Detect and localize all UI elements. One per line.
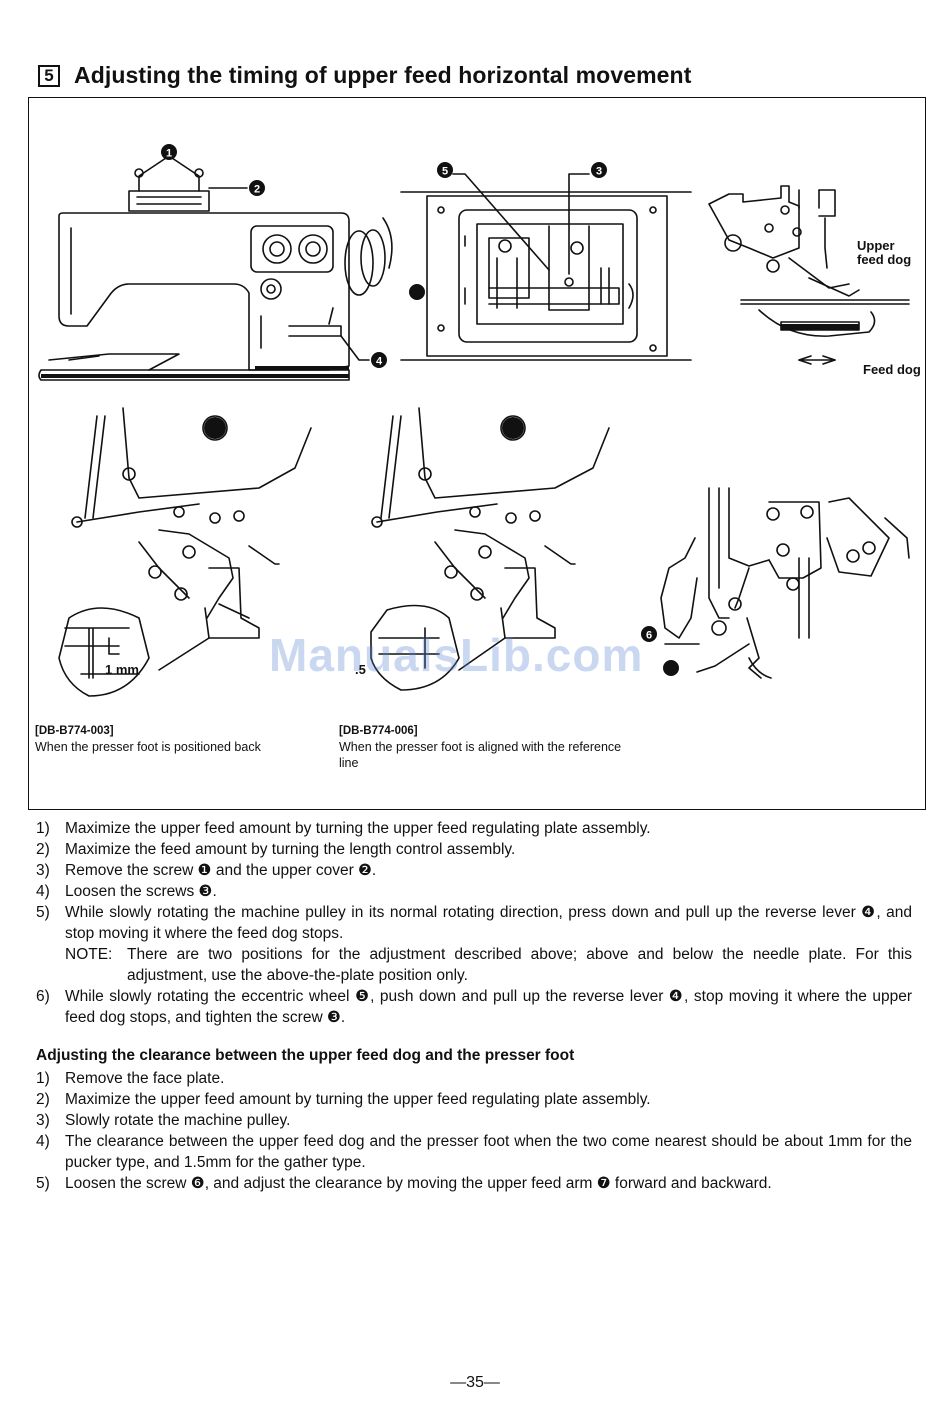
caption-left: [DB-B774-003] When the presser foot is p… — [35, 723, 325, 755]
section-header: 5 Adjusting the timing of upper feed hor… — [38, 62, 691, 89]
caption-left-text: When the presser foot is positioned back — [35, 740, 261, 754]
step-item: 4) The clearance between the upper feed … — [36, 1133, 912, 1171]
page-number: —35— — [450, 1374, 500, 1391]
note-block: NOTE: There are two positions for the ad… — [36, 944, 912, 986]
callout-5: 5 — [437, 162, 453, 178]
clearance-heading: Adjusting the clearance between the uppe… — [36, 1047, 575, 1064]
callout-6: 6 — [641, 626, 657, 642]
illustration-drawing: 1 2 5 3 4 6 Upper feed dog Feed dog 1 mm… — [38, 144, 921, 697]
callout-4: 4 — [371, 352, 387, 368]
step-item: 1) Maximize the upper feed amount by tur… — [36, 820, 651, 837]
svg-text:4: 4 — [376, 356, 383, 368]
step-item: 2) Maximize the feed amount by turning t… — [36, 841, 516, 858]
step-item: 5) While slowly rotating the machine pul… — [36, 904, 912, 942]
presser-foot-aligned-drawing — [370, 407, 610, 691]
one-mm-label: 1 mm — [105, 662, 139, 677]
section-number-box: 5 — [38, 64, 60, 87]
illustration-frame: 1 2 5 3 4 6 Upper feed dog Feed dog 1 mm… — [28, 97, 926, 810]
one-point-five-label: .5 — [355, 662, 366, 677]
note-label: NOTE: — [65, 946, 113, 963]
upper-feed-arm-drawing — [660, 487, 910, 679]
svg-text:2: 2 — [254, 184, 260, 196]
upper-feed-dog-drawing — [708, 185, 910, 365]
step-item: 4) Loosen the screws ❸. — [36, 883, 217, 900]
step-item: 3) Remove the screw ❶ and the upper cove… — [36, 862, 377, 879]
svg-text:6: 6 — [646, 630, 652, 642]
callout-7-marker — [663, 660, 679, 676]
caption-right-text: When the presser foot is aligned with th… — [339, 740, 622, 770]
clearance-steps: 1) Remove the face plate. 2) Maximize th… — [36, 1068, 912, 1194]
step-item: 6) While slowly rotating the eccentric w… — [36, 988, 912, 1026]
caption-right-code: [DB-B774-006] — [339, 725, 418, 737]
step-item: 3) Slowly rotate the machine pulley. — [36, 1112, 291, 1129]
step-item: 1) Remove the face plate. — [36, 1070, 225, 1087]
section-title: Adjusting the timing of upper feed horiz… — [74, 62, 692, 88]
step-item: 2) Maximize the upper feed amount by tur… — [36, 1091, 651, 1108]
watermark: ManualsLib.com — [269, 629, 644, 681]
plate-detail-drawing — [400, 173, 692, 361]
callout-1: 1 — [161, 144, 177, 160]
sewing-machine-drawing — [38, 155, 393, 381]
upper-feed-dog-label-line2: feed dog — [857, 252, 911, 267]
svg-text:3: 3 — [596, 166, 602, 178]
procedure-steps: 1) Maximize the upper feed amount by tur… — [36, 818, 912, 1028]
upper-feed-dog-label-line1: Upper — [857, 238, 895, 253]
feed-dog-label: Feed dog — [863, 362, 921, 377]
callout-2: 2 — [249, 180, 265, 196]
caption-right: [DB-B774-006] When the presser foot is a… — [339, 723, 639, 771]
callout-3: 3 — [591, 162, 607, 178]
svg-text:1: 1 — [166, 148, 172, 160]
caption-left-code: [DB-B774-003] — [35, 725, 114, 737]
presser-foot-back-drawing — [58, 407, 312, 697]
svg-text:5: 5 — [442, 166, 448, 178]
step-item: 5) Loosen the screw ❻, and adjust the cl… — [36, 1175, 772, 1192]
note-text: There are two positions for the adjustme… — [127, 946, 912, 984]
